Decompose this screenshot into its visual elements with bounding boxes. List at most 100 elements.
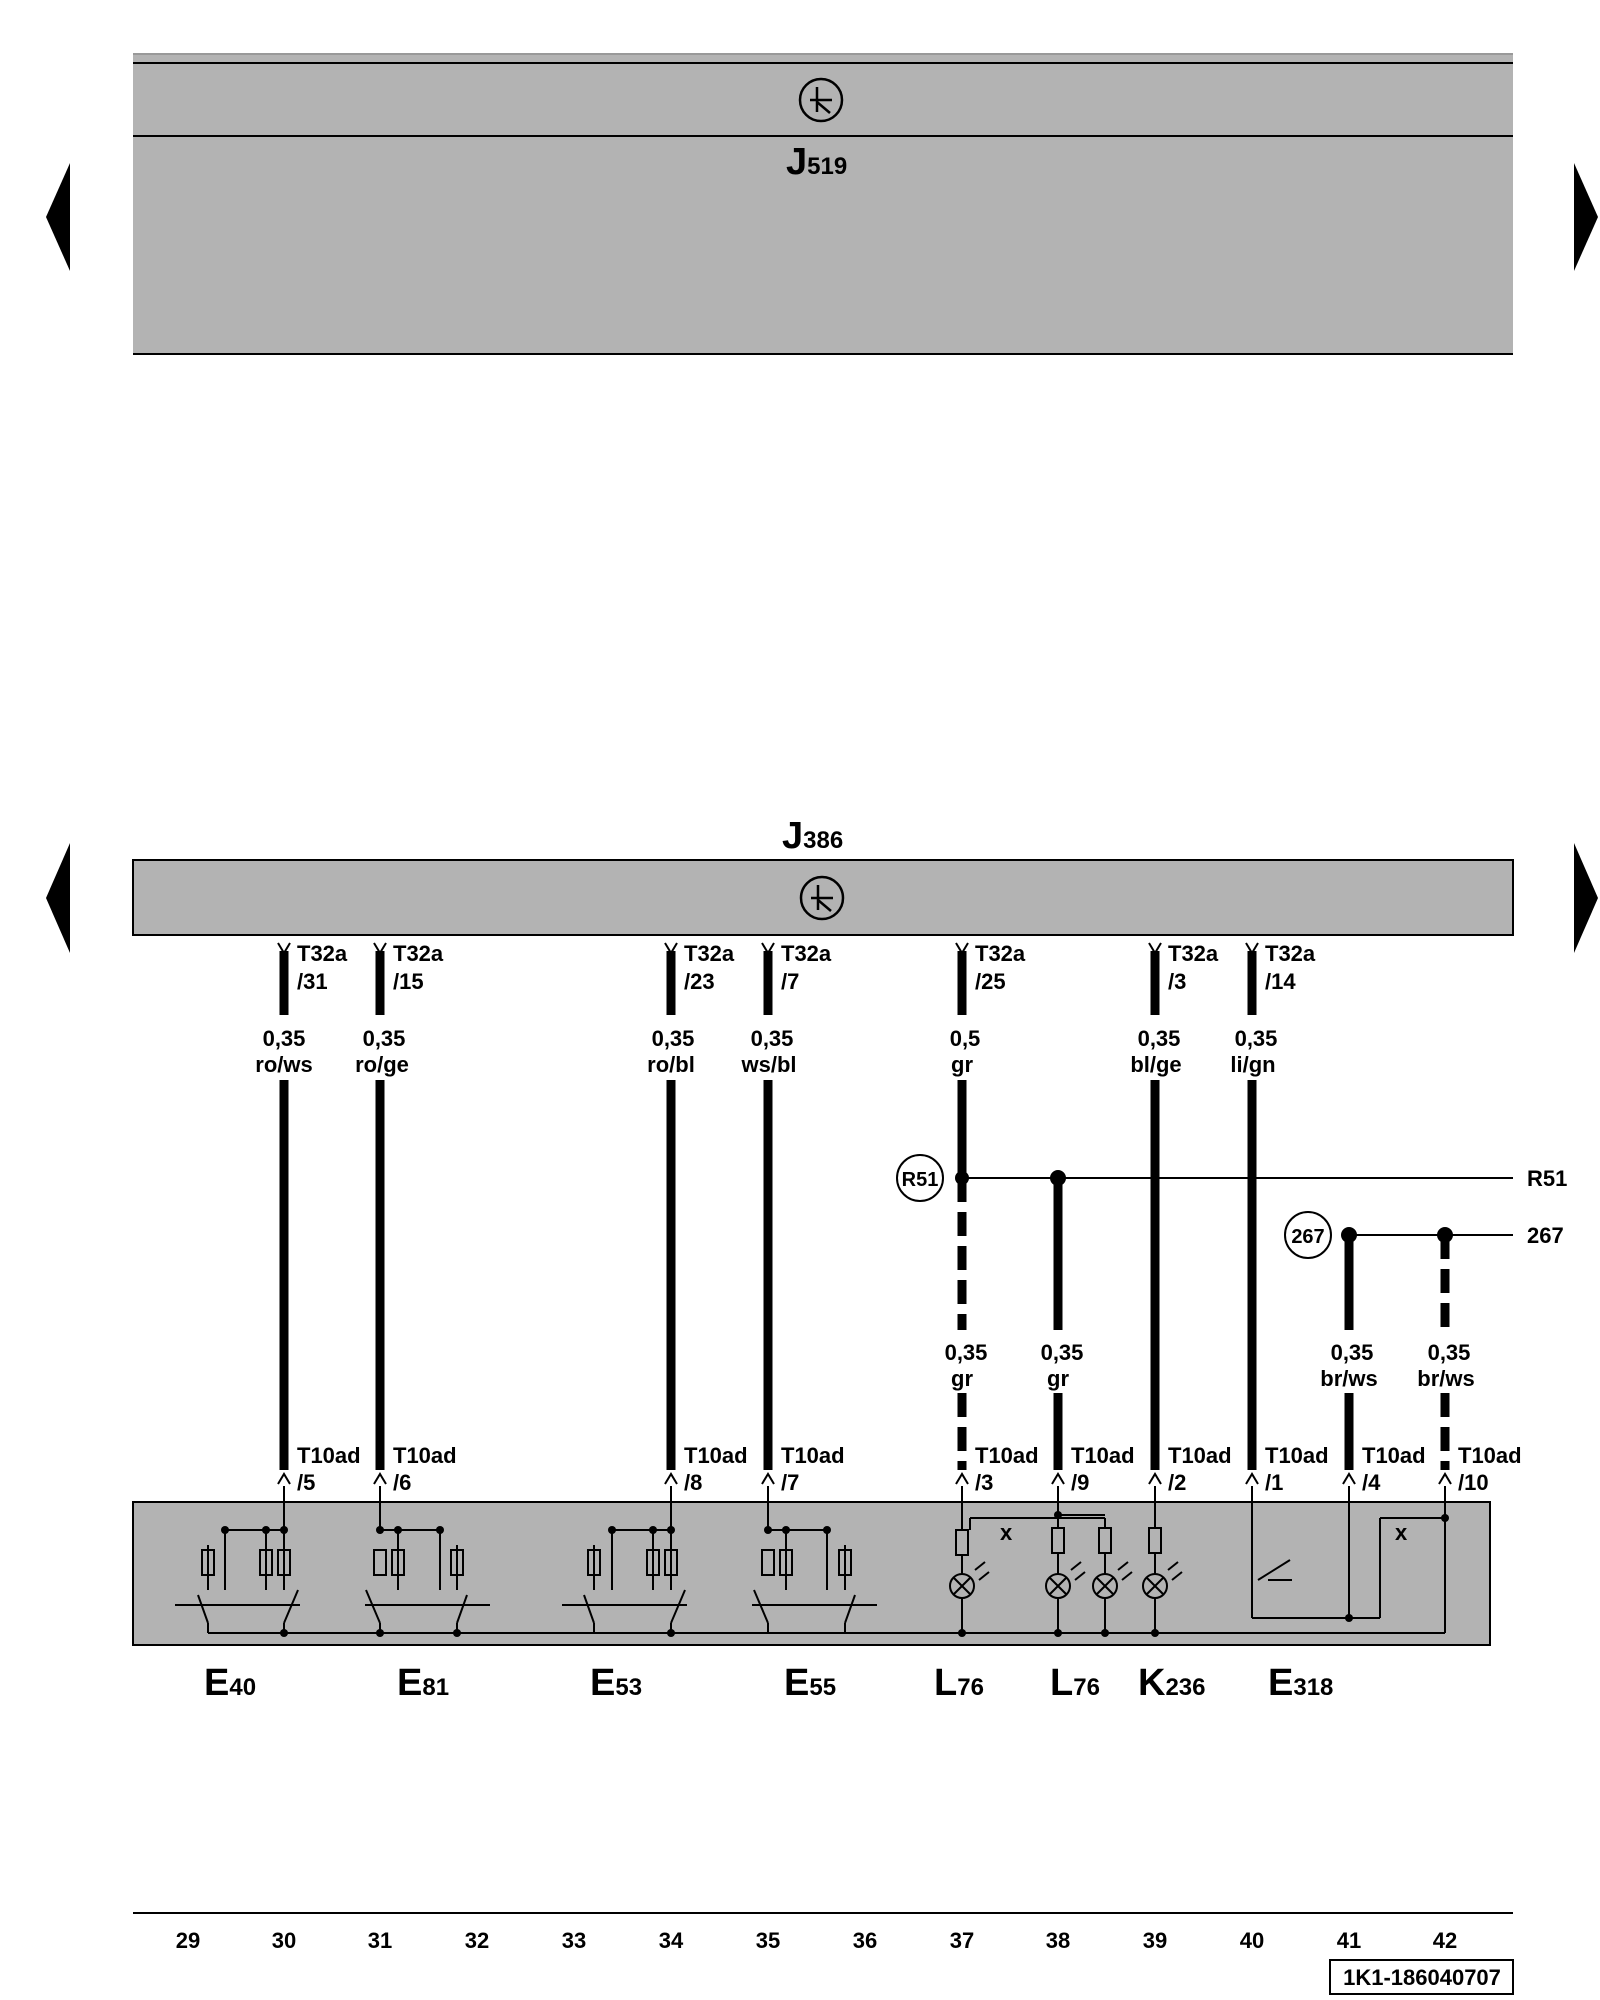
svg-text:/7: /7 [781, 969, 799, 994]
svg-text:br/ws: br/ws [1417, 1366, 1474, 1391]
svg-text:T32a: T32a [781, 941, 832, 966]
prev-page-arrow-top[interactable] [46, 163, 70, 271]
svg-text:/7: /7 [781, 1470, 799, 1495]
svg-text:/6: /6 [393, 1470, 411, 1495]
svg-text:36: 36 [853, 1928, 877, 1953]
bus-r51-end-label: R51 [1527, 1166, 1567, 1191]
connector-r51-label: R51 [902, 1169, 939, 1191]
svg-text:L76: L76 [1050, 1662, 1100, 1704]
svg-text:li/gn: li/gn [1230, 1052, 1275, 1077]
svg-text:ws/bl: ws/bl [740, 1052, 796, 1077]
svg-text:T10ad: T10ad [684, 1443, 748, 1468]
prev-page-arrow-bottom[interactable] [46, 843, 70, 953]
svg-text:T10ad: T10ad [975, 1443, 1039, 1468]
wire-col34: T32a /23 0,35 ro/bl T10ad /8 [647, 941, 747, 1495]
wire-col35: T32a /7 0,35 ws/bl T10ad /7 [740, 941, 844, 1495]
svg-text:T10ad: T10ad [393, 1443, 457, 1468]
svg-text:T32a: T32a [1265, 941, 1316, 966]
svg-text:38: 38 [1046, 1928, 1070, 1953]
svg-text:gr: gr [951, 1366, 973, 1391]
svg-text:bl/ge: bl/ge [1130, 1052, 1181, 1077]
svg-text:gr: gr [1047, 1366, 1069, 1391]
bus-267-end-label: 267 [1527, 1223, 1564, 1248]
svg-text:/25: /25 [975, 969, 1006, 994]
svg-text:E55: E55 [784, 1662, 836, 1704]
wire-col41: 0,35 br/ws T10ad /4 [1320, 1227, 1426, 1495]
svg-text:/3: /3 [1168, 969, 1186, 994]
svg-text:ro/ge: ro/ge [355, 1052, 409, 1077]
reference-box: 1K1-186040707 [1329, 1959, 1514, 1995]
svg-text:L76: L76 [934, 1662, 984, 1704]
svg-text:/15: /15 [393, 969, 424, 994]
svg-text:T32a: T32a [297, 941, 348, 966]
svg-text:0,35: 0,35 [1331, 1340, 1374, 1365]
next-page-arrow-top[interactable] [1574, 163, 1598, 271]
wire-col42: 0,35 br/ws T10ad /10 [1417, 1227, 1522, 1495]
svg-text:39: 39 [1143, 1928, 1167, 1953]
svg-text:0,35: 0,35 [1138, 1026, 1181, 1051]
wire-col31: T32a /15 0,35 ro/ge T10ad /6 [355, 941, 456, 1495]
svg-text:1K1-186040707: 1K1-186040707 [1343, 1965, 1501, 1990]
svg-text:42: 42 [1433, 1928, 1457, 1953]
svg-text:/23: /23 [684, 969, 715, 994]
svg-text:T32a: T32a [1168, 941, 1219, 966]
wire-col37: T32a /25 0,5 gr 0,35 gr T10ad /3 [945, 941, 1039, 1495]
svg-text:0,35: 0,35 [751, 1026, 794, 1051]
svg-text:37: 37 [950, 1928, 974, 1953]
column-scale: 29 30 31 32 33 34 35 36 37 38 39 40 41 4… [133, 1912, 1513, 1953]
wire-col39: T32a /3 0,35 bl/ge T10ad /2 [1130, 941, 1231, 1495]
svg-text:E53: E53 [590, 1662, 642, 1704]
svg-text:0,35: 0,35 [1041, 1340, 1084, 1365]
svg-text:/3: /3 [975, 1470, 993, 1495]
module-j519: J519 [133, 53, 1513, 355]
svg-text:T10ad: T10ad [1362, 1443, 1426, 1468]
cross-mark: x [1395, 1520, 1408, 1545]
svg-text:/31: /31 [297, 969, 328, 994]
svg-text:gr: gr [951, 1052, 973, 1077]
svg-text:K236: K236 [1138, 1662, 1206, 1704]
svg-text:E81: E81 [397, 1662, 449, 1704]
connector-267-circle [1284, 1211, 1332, 1259]
svg-text:35: 35 [756, 1928, 780, 1953]
wire-col38: 0,35 gr T10ad /9 [1041, 1170, 1135, 1495]
control-unit-icon [798, 77, 844, 123]
svg-text:0,35: 0,35 [363, 1026, 406, 1051]
svg-text:0,35: 0,35 [1235, 1026, 1278, 1051]
connector-267-label: 267 [1291, 1226, 1324, 1248]
svg-text:T10ad: T10ad [297, 1443, 361, 1468]
svg-text:/10: /10 [1458, 1470, 1489, 1495]
svg-text:/14: /14 [1265, 969, 1296, 994]
module-j386-label: J386 [782, 815, 843, 857]
wire-col30: T32a /31 0,35 ro/ws T10ad /5 [255, 941, 360, 1495]
svg-text:0,5: 0,5 [950, 1026, 981, 1051]
svg-text:/1: /1 [1265, 1470, 1283, 1495]
module-j386: J386 [132, 815, 1514, 936]
wire-col40: T32a /14 0,35 li/gn T10ad /1 [1230, 941, 1328, 1495]
connector-r51-circle [896, 1154, 944, 1202]
svg-text:0,35: 0,35 [652, 1026, 695, 1051]
svg-text:T10ad: T10ad [1168, 1443, 1232, 1468]
svg-text:34: 34 [659, 1928, 684, 1953]
svg-text:E318: E318 [1268, 1662, 1333, 1704]
module-j519-label: J519 [786, 141, 847, 183]
svg-text:E40: E40 [204, 1662, 256, 1704]
svg-text:33: 33 [562, 1928, 586, 1953]
next-page-arrow-bottom[interactable] [1574, 843, 1598, 953]
svg-text:ro/ws: ro/ws [255, 1052, 312, 1077]
svg-text:31: 31 [368, 1928, 392, 1953]
svg-text:br/ws: br/ws [1320, 1366, 1377, 1391]
svg-text:ro/bl: ro/bl [647, 1052, 695, 1077]
svg-text:30: 30 [272, 1928, 296, 1953]
svg-text:0,35: 0,35 [1428, 1340, 1471, 1365]
svg-text:T10ad: T10ad [1071, 1443, 1135, 1468]
cross-mark: x [1000, 1520, 1013, 1545]
svg-text:0,35: 0,35 [263, 1026, 306, 1051]
svg-text:0,35: 0,35 [945, 1340, 988, 1365]
pin-markers [277, 942, 1452, 1485]
svg-text:T10ad: T10ad [1458, 1443, 1522, 1468]
svg-text:/2: /2 [1168, 1470, 1186, 1495]
svg-text:T10ad: T10ad [1265, 1443, 1329, 1468]
svg-text:/4: /4 [1362, 1470, 1381, 1495]
svg-text:T10ad: T10ad [781, 1443, 845, 1468]
